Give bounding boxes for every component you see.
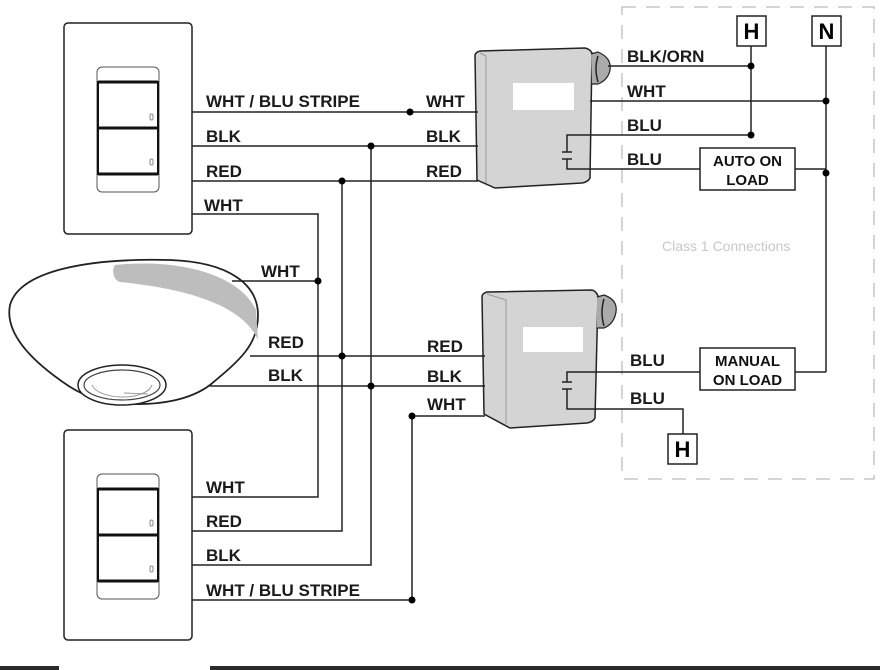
auto-load-line2: LOAD [726, 172, 769, 189]
terminal-hot-top: H [736, 15, 767, 47]
label-bottom-pack-red: RED [427, 337, 463, 356]
label-bottom-pack-blu2: BLU [630, 389, 665, 408]
label-top-pack-red: RED [426, 162, 462, 181]
class1-label: Class 1 Connections [662, 238, 790, 254]
manual-load-line2: ON LOAD [713, 372, 782, 389]
label-top-pack-blu1: BLU [627, 116, 662, 135]
neutral-label: N [819, 19, 835, 44]
junction-dot [408, 596, 416, 604]
manual-on-load-box: MANUAL ON LOAD [699, 347, 796, 391]
top-power-pack [474, 47, 611, 189]
hot-top-label: H [744, 19, 760, 44]
top-pack-housing [474, 47, 593, 189]
auto-on-load-box: AUTO ON LOAD [699, 147, 796, 191]
wires [192, 45, 830, 604]
junction-dot [747, 62, 755, 70]
bottom-switch-button-upper[interactable] [97, 488, 159, 536]
class1-zone-border [621, 6, 875, 480]
wire-top-pack-blu1 [566, 134, 751, 152]
label-bottom-switch-wht-blu: WHT / BLU STRIPE [206, 581, 360, 600]
label-bottom-switch-red: RED [206, 512, 242, 531]
bottom-edge-bar-right [210, 666, 880, 670]
label-top-switch-red: RED [206, 162, 242, 181]
ceiling-occupancy-sensor [8, 258, 259, 406]
junction-dot [338, 177, 346, 185]
led-indicator-icon [149, 158, 154, 166]
label-top-pack-wht: WHT [426, 92, 465, 111]
top-pack-label-plate [513, 83, 574, 110]
terminal-neutral: N [811, 15, 842, 47]
bottom-switch-button-lower[interactable] [97, 534, 159, 582]
label-sensor-blk: BLK [268, 366, 304, 385]
sensor-shading [113, 263, 258, 340]
wire-bottom-pack-blu2 [566, 389, 684, 435]
hot-bottom-label: H [675, 437, 691, 462]
wire-bottom-pack-blu1 [566, 371, 700, 382]
bottom-edge-bar-left [0, 666, 59, 670]
bottom-pack-conduit-fitting [596, 294, 617, 329]
wire-blk-bus [192, 146, 372, 566]
label-bottom-switch-wht: WHT [206, 478, 245, 497]
junction-dot [408, 412, 416, 420]
top-switch-button-lower[interactable] [97, 127, 159, 175]
sensor-lens [91, 384, 153, 398]
top-switch-button-upper[interactable] [97, 81, 159, 129]
wire-red-bus [192, 181, 343, 532]
led-indicator-icon [149, 113, 154, 121]
terminal-hot-bottom: H [667, 433, 698, 465]
label-sensor-wht: WHT [261, 262, 300, 281]
label-bottom-pack-blk: BLK [427, 367, 463, 386]
junction-dot [747, 131, 755, 139]
label-bottom-pack-wht: WHT [427, 395, 466, 414]
label-top-switch-wht: WHT [204, 196, 243, 215]
junction-dot [314, 277, 322, 285]
label-top-switch-blk: BLK [206, 127, 242, 146]
top-pack-conduit-fitting [590, 51, 611, 85]
junction-dot [367, 382, 375, 390]
led-indicator-icon [149, 519, 154, 527]
label-top-switch-wht-blu: WHT / BLU STRIPE [206, 92, 360, 111]
wire-top-pack-blu2 [566, 159, 700, 170]
label-sensor-red: RED [268, 333, 304, 352]
label-blk-orn: BLK/ORN [627, 47, 704, 66]
bottom-pack-label-plate [523, 327, 583, 352]
led-indicator-icon [149, 565, 154, 573]
bottom-power-pack [481, 289, 617, 429]
label-top-pack-blu2: BLU [627, 150, 662, 169]
wire-wht-blu-bus [192, 416, 413, 601]
junction-dot [367, 142, 375, 150]
bottom-pack-housing [481, 289, 599, 429]
label-bottom-pack-blu1: BLU [630, 351, 665, 370]
label-top-pack-right-wht: WHT [627, 82, 666, 101]
junction-dot [822, 97, 830, 105]
top-wall-switch [63, 22, 193, 235]
junction-dot [406, 108, 414, 116]
label-top-pack-blk: BLK [426, 127, 462, 146]
auto-load-line1: AUTO ON [713, 153, 782, 170]
junction-dot [822, 169, 830, 177]
bottom-wall-switch [63, 429, 193, 641]
junction-dot [338, 352, 346, 360]
label-bottom-switch-blk: BLK [206, 546, 242, 565]
manual-load-line1: MANUAL [715, 353, 780, 370]
